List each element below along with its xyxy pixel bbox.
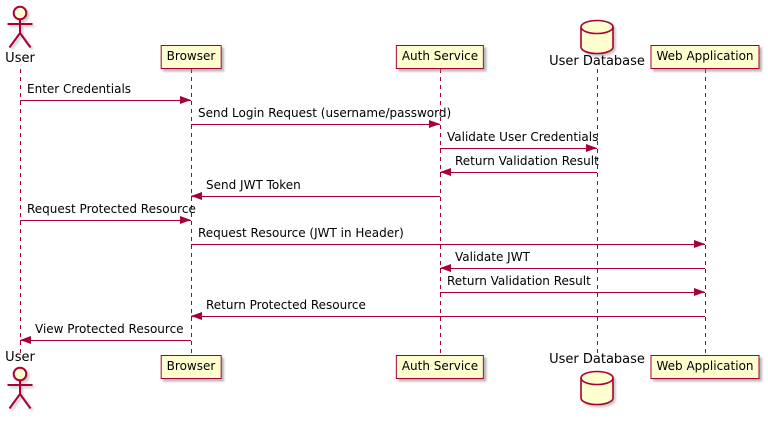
arrowhead-icon <box>586 144 597 152</box>
participant-auth-top: Auth Service <box>395 45 485 69</box>
database-icon <box>580 370 614 406</box>
message-label-3: Return Validation Result <box>455 154 599 168</box>
message-label-10: View Protected Resource <box>35 322 184 336</box>
actor-icon <box>7 5 33 49</box>
participant-db-bottom-icon <box>578 369 616 407</box>
message-label-1: Send Login Request (username/password) <box>198 106 452 120</box>
message-line-5 <box>20 220 191 221</box>
database-icon <box>580 19 614 55</box>
message-line-2 <box>440 148 597 149</box>
arrowhead-icon <box>20 336 31 344</box>
message-line-4 <box>191 196 440 197</box>
message-label-9: Return Protected Resource <box>206 298 366 312</box>
message-label-0: Enter Credentials <box>27 82 132 96</box>
message-line-0 <box>20 100 191 101</box>
participant-browser-bottom: Browser <box>160 355 222 379</box>
participant-user-top-icon <box>5 5 35 51</box>
participant-user-top-label: User <box>5 51 35 66</box>
arrowhead-icon <box>191 192 202 200</box>
participant-user-bottom-icon <box>5 366 35 412</box>
actor-icon <box>7 366 33 410</box>
arrowhead-icon <box>429 120 440 128</box>
message-label-4: Send JWT Token <box>206 178 301 192</box>
message-label-2: Validate User Credentials <box>447 130 599 144</box>
message-label-5: Request Protected Resource <box>27 202 196 216</box>
arrowhead-icon <box>180 96 191 104</box>
message-line-1 <box>191 124 440 125</box>
lifeline-browser <box>191 69 192 354</box>
arrowhead-icon <box>440 264 451 272</box>
arrowhead-icon <box>694 240 705 248</box>
participant-db-top-label: User Database <box>549 54 645 69</box>
lifeline-webapp <box>705 69 706 354</box>
arrowhead-icon <box>180 216 191 224</box>
arrowhead-icon <box>440 168 451 176</box>
participant-user-bottom-label: User <box>5 350 35 365</box>
participant-db-top-icon <box>578 18 616 56</box>
participant-webapp-top: Web Application <box>650 45 760 69</box>
message-line-10 <box>20 340 191 341</box>
message-line-6 <box>191 244 705 245</box>
lifeline-auth <box>440 69 441 354</box>
message-line-7 <box>440 268 705 269</box>
participant-db-bottom-label: User Database <box>549 352 645 367</box>
lifeline-user <box>20 69 21 354</box>
message-line-3 <box>440 172 597 173</box>
participant-browser-top: Browser <box>160 45 222 69</box>
participant-auth-bottom: Auth Service <box>395 355 485 379</box>
message-label-7: Validate JWT <box>455 250 530 264</box>
participant-webapp-bottom: Web Application <box>650 355 760 379</box>
arrowhead-icon <box>191 312 202 320</box>
message-label-8: Return Validation Result <box>447 274 591 288</box>
arrowhead-icon <box>694 288 705 296</box>
lifeline-db <box>597 69 598 354</box>
message-label-6: Request Resource (JWT in Header) <box>198 226 404 240</box>
message-line-8 <box>440 292 705 293</box>
message-line-9 <box>191 316 705 317</box>
